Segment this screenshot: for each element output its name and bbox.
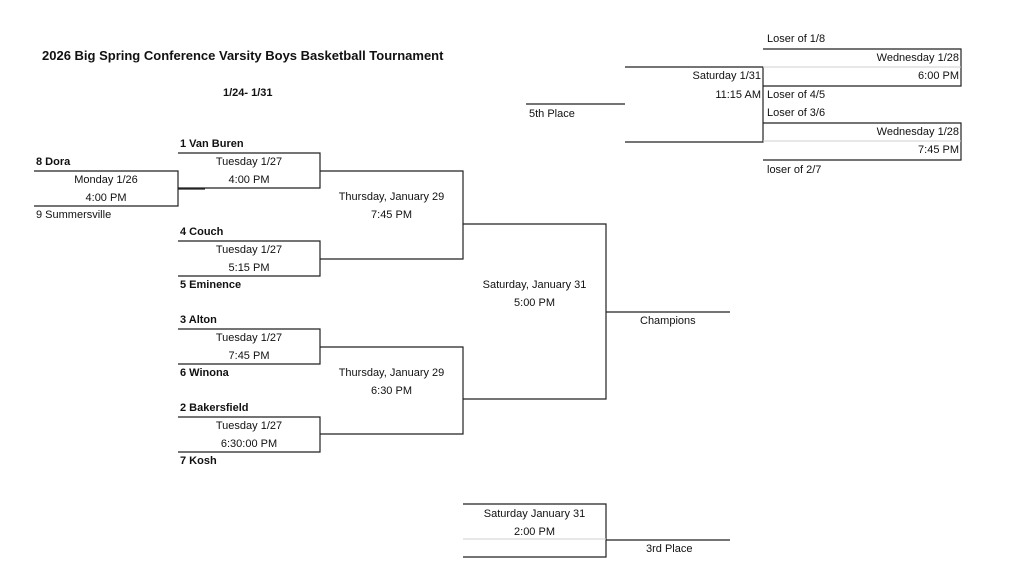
cons-top-time: 6:00 PM: [918, 70, 959, 82]
game-4-5-time: 5:15 PM: [228, 262, 270, 274]
team-1-van-buren: 1 Van Buren: [180, 138, 244, 150]
third-place-time: 2:00 PM: [514, 526, 555, 538]
loser-2-7-label: loser of 2/7: [767, 164, 822, 176]
team-2-bakersfield: 2 Bakersfield: [180, 402, 249, 414]
semi-bottom-day: Thursday, January 29: [338, 367, 445, 379]
game-3-6-day: Tuesday 1/27: [215, 332, 283, 344]
team-6-winona: 6 Winona: [180, 367, 229, 379]
fifth-place-time: 11:15 AM: [715, 89, 761, 101]
team-8-dora: 8 Dora: [36, 156, 71, 168]
team-4-couch: 4 Couch: [180, 226, 224, 238]
game-1-day: Tuesday 1/27: [215, 156, 283, 168]
game-4-5-day: Tuesday 1/27: [215, 244, 283, 256]
semi-top-day: Thursday, January 29: [338, 191, 445, 203]
team-5-eminence: 5 Eminence: [180, 279, 242, 291]
final-time: 5:00 PM: [514, 297, 555, 309]
game-8-9-time: 4:00 PM: [85, 192, 127, 204]
loser-1-8-label: Loser of 1/8: [767, 33, 826, 45]
loser-4-5-label: Loser of 4/5: [767, 89, 826, 101]
cons-top-day: Wednesday 1/28: [876, 52, 959, 64]
semi-bottom-time: 6:30 PM: [371, 385, 412, 397]
game-3-6-time: 7:45 PM: [228, 350, 270, 362]
cons-bottom-day: Wednesday 1/28: [876, 126, 959, 138]
game-1-time: 4:00 PM: [228, 174, 270, 186]
game-2-7-time: 6:30:00 PM: [220, 438, 278, 450]
team-9-summersville: 9 Summersville: [36, 209, 112, 221]
tournament-dates: 1/24- 1/31: [223, 87, 273, 99]
third-place-label: 3rd Place: [646, 543, 693, 555]
game-8-9-day: Monday 1/26: [74, 174, 138, 186]
team-7-kosh: 7 Kosh: [180, 455, 217, 467]
fifth-place-label: 5th Place: [529, 108, 575, 120]
third-place-day: Saturday January 31: [483, 508, 586, 520]
champions-label: Champions: [640, 315, 696, 327]
team-3-alton: 3 Alton: [180, 314, 217, 326]
loser-3-6-label: Loser of 3/6: [767, 107, 826, 119]
game-2-7-day: Tuesday 1/27: [215, 420, 283, 432]
fifth-place-day: Saturday 1/31: [692, 70, 762, 82]
page-title: 2026 Big Spring Conference Varsity Boys …: [42, 48, 444, 63]
final-day: Saturday, January 31: [482, 279, 587, 291]
cons-bottom-time: 7:45 PM: [918, 144, 959, 156]
semi-top-time: 7:45 PM: [371, 209, 412, 221]
